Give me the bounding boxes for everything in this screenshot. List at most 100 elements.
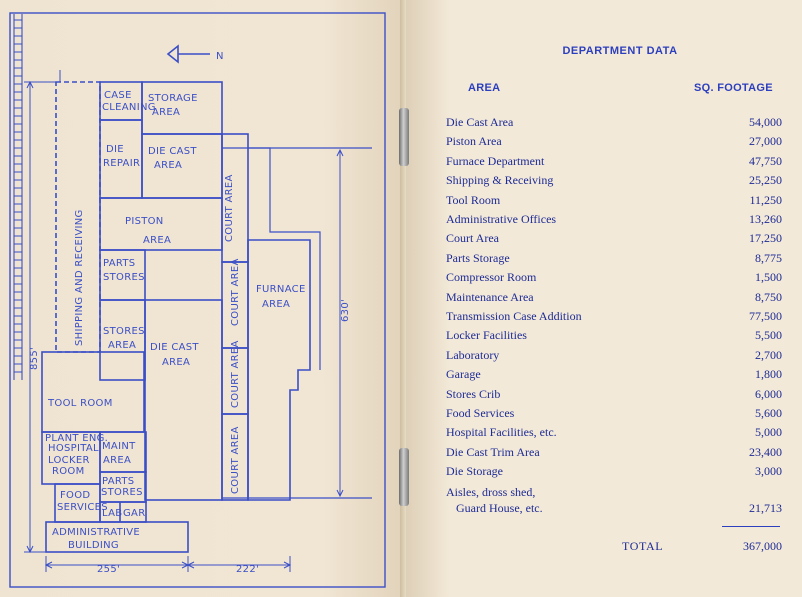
north-arrow-icon	[166, 44, 210, 64]
row-value: 2,700	[755, 347, 782, 362]
row-value: 77,500	[749, 309, 782, 323]
row-name: Court Area	[446, 231, 499, 246]
row-name: Guard House, etc.	[456, 501, 543, 515]
table-title: DEPARTMENT DATA	[562, 45, 678, 57]
label-parts: PARTS	[103, 258, 135, 269]
row-name: Administrative Offices	[446, 212, 557, 226]
label-court-4: COURT AREA	[230, 426, 241, 494]
total-divider	[722, 526, 780, 527]
row-name: Laboratory	[446, 347, 500, 362]
label-stores-area-1: STORES	[103, 326, 145, 337]
row-value: 25,250	[749, 173, 782, 188]
row-name: Die Cast Trim Area	[446, 444, 540, 459]
label-piston: PISTON	[125, 216, 164, 227]
label-stores: STORES	[103, 272, 145, 283]
row-name: Shipping & Receiving	[446, 173, 554, 188]
label-court-2: COURT AREA	[230, 258, 241, 326]
label-dim-222: 222'	[236, 564, 259, 575]
label-die-cast-top-area: AREA	[154, 160, 182, 171]
case-cleaning-room	[99, 81, 143, 121]
label-locker-room: ROOM	[52, 466, 85, 477]
tool-room	[41, 351, 145, 433]
total-value: 367,000	[743, 539, 782, 553]
row-name: Die Storage	[446, 464, 503, 479]
label-court-3: COURT AREA	[230, 340, 241, 408]
dimension-bottom	[44, 556, 292, 572]
label-tool-room: TOOL ROOM	[47, 398, 113, 409]
row-name: Furnace Department	[446, 153, 545, 168]
col-header-area: AREA	[468, 82, 501, 94]
row-value: 1,800	[755, 367, 782, 382]
row-name: Piston Area	[446, 134, 502, 149]
label-piston-area: AREA	[143, 235, 171, 246]
row-name: Stores Crib	[446, 386, 501, 401]
label-court-1: COURT AREA	[224, 174, 235, 242]
row-name: Die Cast Area	[446, 115, 514, 129]
label-die-cast-main-area: AREA	[162, 357, 190, 368]
label-shipping: SHIPPING AND RECEIVING	[74, 209, 85, 346]
label-dim-855: 855'	[29, 347, 40, 370]
label-gar: GAR	[123, 508, 145, 519]
label-locker: LOCKER	[48, 455, 90, 466]
row-value: 23,400	[749, 444, 782, 459]
label-dim-255: 255'	[97, 564, 120, 575]
row-value: 17,250	[749, 231, 782, 246]
row-value: 13,260	[749, 212, 782, 226]
row-value: 47,750	[749, 153, 782, 168]
row-value: 21,713	[749, 501, 782, 515]
label-case: CASE	[104, 90, 132, 101]
row-name: Maintenance Area	[446, 289, 534, 304]
label-die: DIE	[106, 144, 124, 155]
label-administrative: ADMINISTRATIVE	[52, 527, 140, 538]
furnace-area-room	[247, 239, 311, 501]
label-stores-2: STORES	[101, 487, 143, 498]
row-value: 3,000	[755, 464, 782, 479]
row-value: 11,250	[749, 192, 782, 207]
total-label: TOTAL	[622, 539, 664, 553]
row-name: Parts Storage	[446, 250, 510, 265]
label-parts-2: PARTS	[102, 476, 134, 487]
row-value: 5,600	[755, 406, 782, 420]
label-die-cast-main: DIE CAST	[150, 342, 199, 353]
label-die-cast-top: DIE CAST	[148, 146, 197, 157]
floor-plan: N	[9, 12, 386, 588]
row-name: Garage	[446, 367, 481, 382]
label-repair: REPAIR	[103, 158, 140, 169]
row-name: Compressor Room	[446, 270, 537, 285]
row-value: 8,775	[755, 250, 782, 265]
label-services: SERVICES	[57, 502, 108, 513]
admin-building	[45, 521, 189, 553]
label-storage: STORAGE	[148, 93, 198, 104]
row-name: Transmission Case Addition	[446, 309, 582, 323]
row-value: 6,000	[755, 386, 782, 401]
label-furnace-area: AREA	[262, 299, 290, 310]
row-value: 5,500	[755, 328, 782, 343]
row-value: 5,000	[755, 425, 782, 440]
right-page	[402, 0, 802, 597]
label-dim-630: 630'	[340, 299, 351, 322]
row-name: Locker Facilities	[446, 328, 527, 343]
row-value: 1,500	[755, 270, 782, 285]
label-storage-area: AREA	[152, 107, 180, 118]
row-name: Food Services	[446, 406, 515, 420]
staple-bottom	[399, 448, 409, 506]
label-maint: MAINT	[102, 441, 136, 452]
label-lab: LAB	[102, 508, 122, 519]
dimension-630	[336, 148, 344, 498]
die-cast-main-room	[144, 299, 223, 501]
label-stores-area-2: AREA	[108, 340, 136, 351]
north-label: N	[216, 51, 224, 62]
row-value: 54,000	[749, 115, 782, 129]
label-hospital: HOSPITAL	[48, 443, 99, 454]
row-name: Tool Room	[446, 192, 501, 207]
label-furnace: FURNACE	[256, 284, 306, 295]
row-value: 8,750	[755, 289, 782, 304]
row-name: Hospital Facilities, etc.	[446, 425, 557, 440]
plan-border	[9, 12, 386, 588]
label-building: BUILDING	[68, 540, 119, 551]
row-name: Aisles, dross shed,	[446, 485, 536, 499]
label-cleaning: CLEANING	[102, 102, 156, 113]
row-value: 27,000	[749, 134, 782, 149]
dimension-855	[24, 80, 56, 554]
rail-track	[13, 14, 23, 380]
